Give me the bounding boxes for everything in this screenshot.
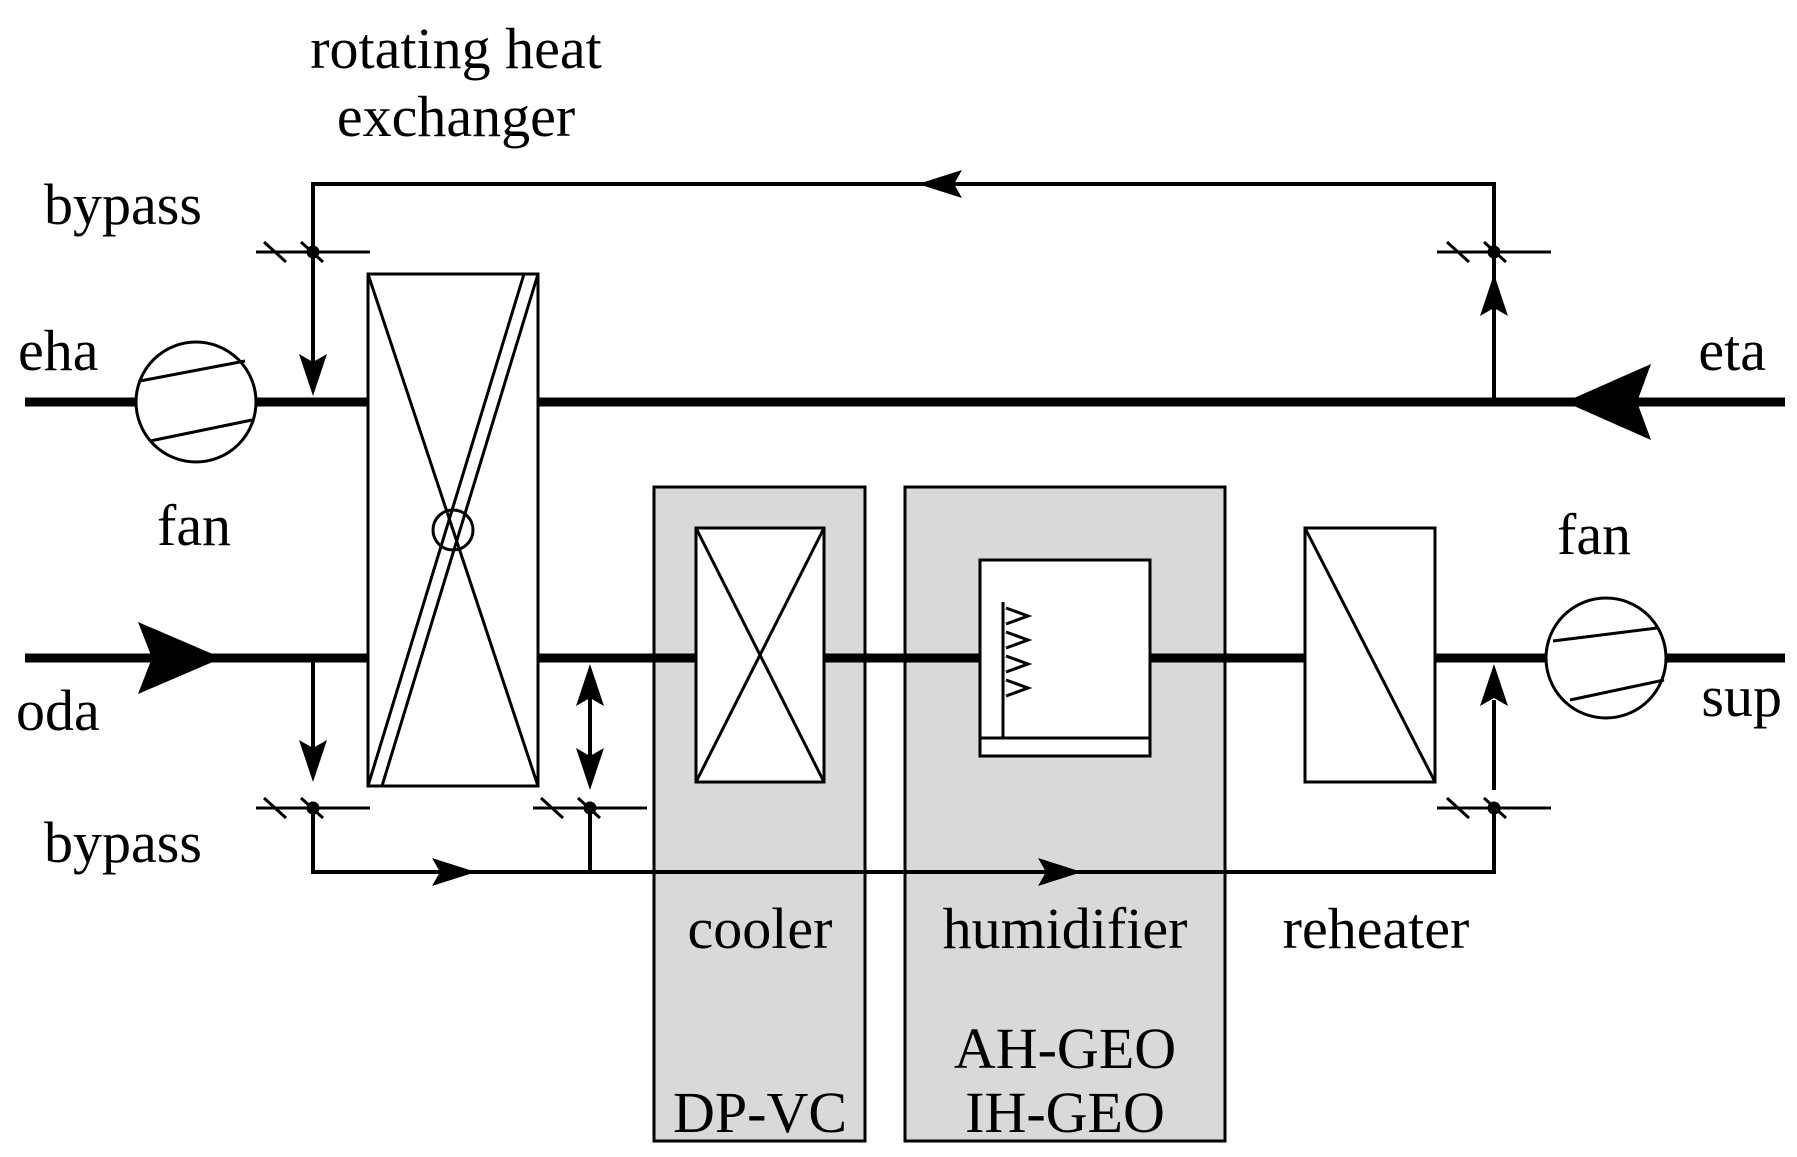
bypass-bottom-label: bypass [44, 810, 202, 875]
sup-label: sup [1701, 664, 1782, 729]
damper-bottom-right [1437, 796, 1551, 820]
top-bypass-flow-arrow [918, 170, 962, 198]
fan-right-icon [1544, 596, 1668, 720]
damper-bottom-middle [533, 796, 647, 820]
reheater-label: reheater [1283, 896, 1470, 961]
damper-top-right [1437, 240, 1551, 264]
fan-right-label: fan [1557, 502, 1631, 567]
bottom-bypass-flow-arrow-2 [1038, 858, 1082, 886]
top-bypass-up-arrow [1480, 274, 1508, 316]
ih-geo-label: IH-GEO [965, 1080, 1165, 1145]
oda-label: oda [16, 678, 100, 743]
top-bypass-down-arrow [299, 354, 327, 396]
oda-inflow-arrow [138, 622, 222, 694]
fan-left-icon [134, 340, 258, 464]
fan-left-label: fan [157, 493, 231, 558]
humidifier-label: humidifier [943, 896, 1188, 961]
humidifier-icon [978, 558, 1152, 758]
damper-top-left [256, 240, 370, 264]
bottom-bypass-flow-arrow-1 [432, 858, 476, 886]
bottom-bypass-up-arrow [1480, 664, 1508, 706]
damper-bottom-left [256, 796, 370, 820]
rotating-heat-exchanger [366, 272, 540, 788]
cooler-icon [694, 526, 826, 784]
bypass-bidir-arrow-up [576, 664, 604, 706]
title-line-2: exchanger [337, 84, 575, 149]
reheater-icon [1303, 526, 1437, 784]
bypass-bidir-arrow-down [576, 748, 604, 790]
eta-label: eta [1698, 318, 1766, 383]
dp-vc-label: DP-VC [673, 1080, 847, 1145]
title-line-1: rotating heat [310, 16, 602, 81]
eta-inflow-arrow [1565, 364, 1651, 440]
ah-geo-label: AH-GEO [954, 1016, 1176, 1081]
bottom-bypass-down-arrow [299, 740, 327, 782]
bypass-top-label: bypass [44, 172, 202, 237]
cooler-label: cooler [688, 896, 833, 961]
eha-label: eha [18, 318, 99, 383]
